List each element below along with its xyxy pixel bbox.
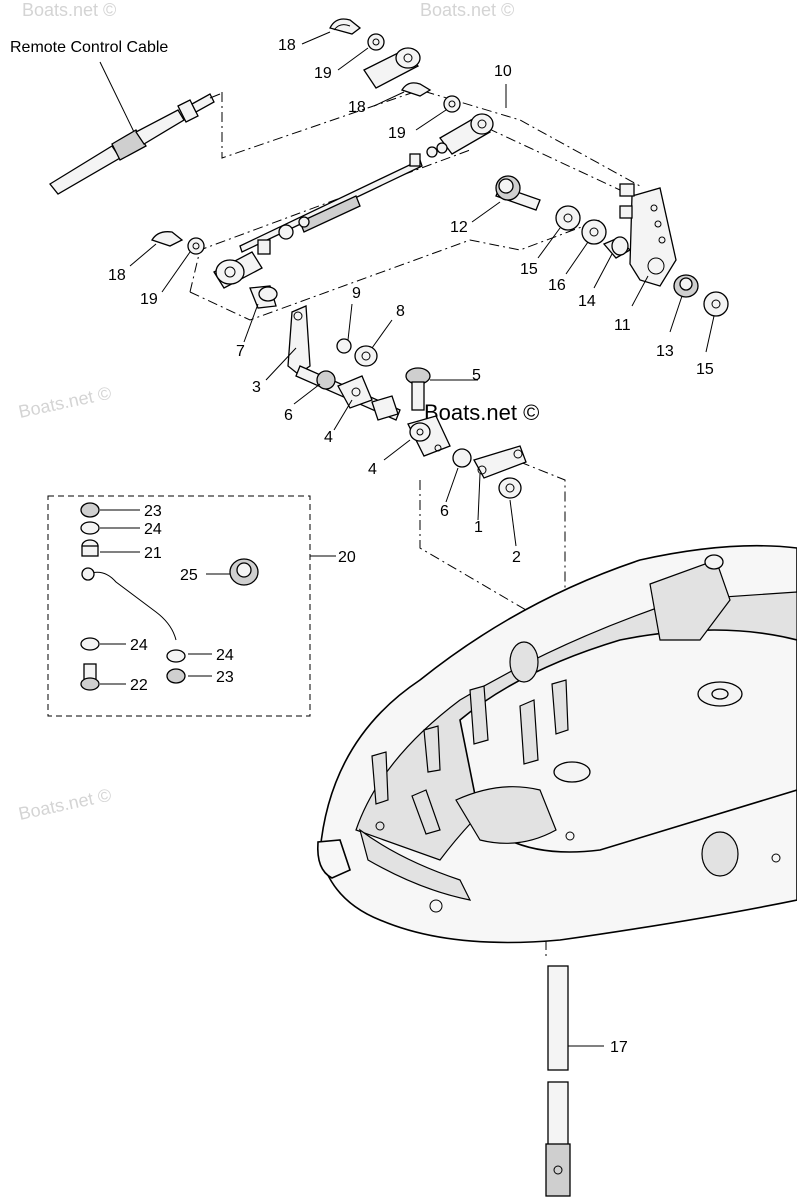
callout-23: 23 [216,669,234,686]
spacer-16 [581,219,607,245]
nut-8 [354,345,378,367]
callout-2: 2 [512,549,521,566]
callout-6: 6 [440,503,449,520]
watermark: Boats.net © [420,0,514,20]
callout-14: 14 [578,293,596,310]
clip-18 [401,82,432,97]
callout-23: 23 [144,503,162,520]
callout-6: 6 [284,407,293,424]
washer-15 [555,205,581,231]
callout-17: 17 [610,1039,628,1056]
washer-6 [452,448,472,468]
callout-1: 1 [474,519,483,536]
bottom-cowling [316,544,797,944]
washer-19 [187,237,205,255]
callout-25: 25 [180,567,198,584]
joint-left [213,239,271,289]
joint-4 [407,415,451,457]
nut-25 [229,558,259,586]
callout-12: 12 [450,219,468,236]
callout-18: 18 [348,99,366,116]
callout-24: 24 [216,647,234,664]
nut-23 [80,502,100,518]
shift-shaft-17 [545,965,571,1197]
callout-16: 16 [548,277,566,294]
nut-23 [166,668,186,684]
callout-4: 4 [368,461,377,478]
callout-22: 22 [130,677,148,694]
washer-24 [166,649,186,663]
washer-19 [443,95,461,113]
callout-24: 24 [130,637,148,654]
kit-20-box [47,495,311,717]
bolt-12 [495,175,541,211]
bolt-5 [405,367,431,411]
collar-14 [602,236,632,259]
collar-21 [81,539,99,557]
leader-lines [100,31,715,1047]
shift-rod [295,365,401,421]
callout-15: 15 [696,361,714,378]
callout-5: 5 [472,367,481,384]
lever-11 [619,183,677,287]
callout-19: 19 [314,65,332,82]
nut-2 [498,477,522,499]
washer-19 [367,33,385,51]
washer-9 [336,338,352,354]
washer-24 [80,521,100,535]
remote-control-cable-label: Remote Control Cable [10,39,168,56]
clip-18 [329,18,362,35]
callout-24: 24 [144,521,162,538]
callout-4: 4 [324,429,333,446]
joint-upper [363,47,421,89]
callout-7: 7 [236,343,245,360]
callout-20: 20 [338,549,356,566]
cable-leader [99,61,135,133]
callout-3: 3 [252,379,261,396]
washer-24 [80,637,100,651]
watermark: Boats.net © [17,785,113,824]
callout-9: 9 [352,285,361,302]
callouts: 18 19 10 18 19 12 15 16 14 11 13 15 18 1… [108,37,714,1056]
joint-right [439,113,494,155]
callout-11: 11 [614,317,631,334]
callout-15: 15 [520,261,538,278]
watermark-center: Boats.net © [424,400,539,425]
callout-21: 21 [144,545,162,562]
pin-7 [249,285,278,309]
watermark: Boats.net © [22,0,116,20]
bushing-13 [673,274,699,298]
callout-10: 10 [494,63,512,80]
callout-13: 13 [656,343,674,360]
callout-19: 19 [140,291,158,308]
link-rod [81,567,177,641]
lever-3 [287,305,311,375]
remote-control-cable [49,93,221,195]
callout-18: 18 [278,37,296,54]
clip-18 [151,231,184,247]
bolt-22 [80,663,100,691]
callout-8: 8 [396,303,405,320]
watermark: Boats.net © [17,383,113,422]
washer-15 [703,291,729,317]
link-1 [473,445,527,479]
callout-18: 18 [108,267,126,284]
callout-19: 19 [388,125,406,142]
throttle-rod [239,142,448,253]
